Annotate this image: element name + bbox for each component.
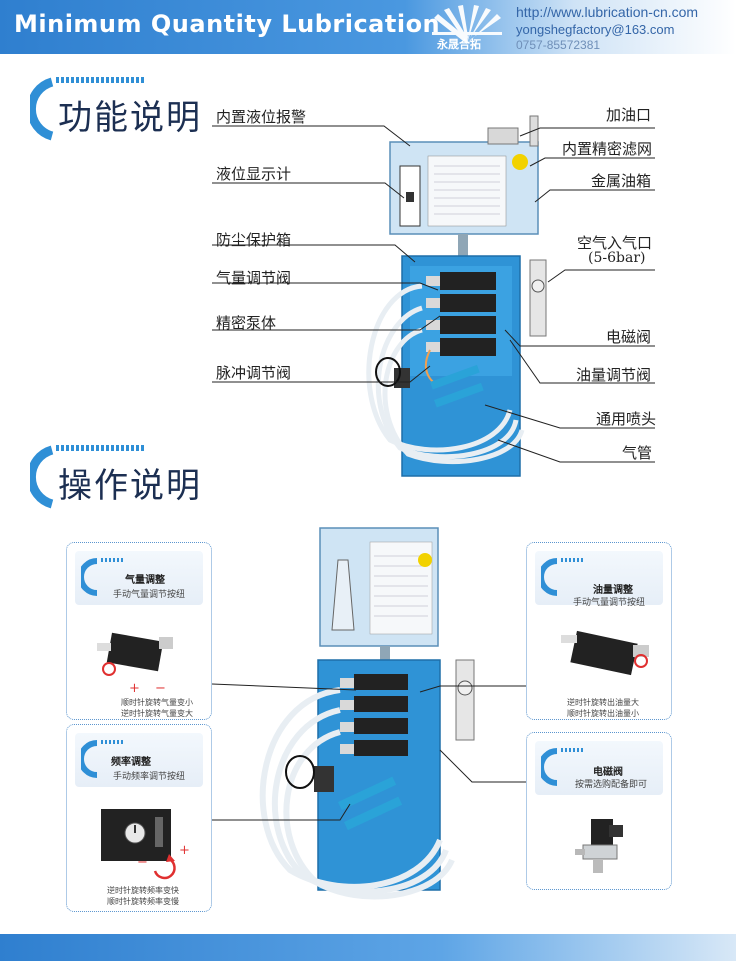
section1-title: 功能说明 xyxy=(58,98,202,138)
section2-leader-lines xyxy=(211,683,526,821)
card-note: 逆时针旋转频率变快 xyxy=(107,886,179,895)
section-arc-icon xyxy=(81,740,123,778)
card-title: 电磁阀 xyxy=(593,767,623,778)
device-illustration-2 xyxy=(259,527,475,900)
label-air-pressure: (5-6bar) xyxy=(588,250,646,266)
device-illustration xyxy=(366,115,547,477)
card-title: 气量调整 xyxy=(125,575,165,586)
card-frequency-adjust: 频率调整 手动频率调节按纽 − + 逆时针旋转频率变快 顺时针旋转频率变慢 xyxy=(66,724,212,912)
label-solenoid: 电磁阀 xyxy=(606,328,652,346)
minus-icon: − xyxy=(137,855,148,870)
card-subtitle: 手动频率调节按纽 xyxy=(113,772,186,782)
brand-title: Minimum Quantity Lubrication xyxy=(14,10,441,38)
card-solenoid: 电磁阀 按需选购配备即可 xyxy=(526,732,672,890)
card-note: 逆时针旋转气量变大 xyxy=(121,709,193,718)
header-banner: Minimum Quantity Lubrication 永晟合拓 http:/… xyxy=(0,0,736,54)
phone-number: 0757-85572381 xyxy=(516,38,601,52)
card-note: 逆时针旋转出油量大 xyxy=(567,698,639,707)
website-url[interactable]: http://www.lubrication-cn.com xyxy=(516,4,699,20)
label-dust-box: 防尘保护箱 xyxy=(216,231,292,249)
plus-icon: + xyxy=(179,843,190,858)
label-nozzle: 通用喷头 xyxy=(596,410,657,428)
card-title: 油量调整 xyxy=(593,585,633,596)
rotation-arrow-icon xyxy=(153,854,176,880)
card-oil-adjust: 油量调整 手动气量调节按纽 逆时针旋转出油量大 顺时针旋转出油量小 xyxy=(526,542,672,720)
oil-valve-image xyxy=(561,630,649,676)
section2-title: 操作说明 xyxy=(58,466,202,506)
card-subtitle: 手动气量调节按纽 xyxy=(573,598,646,608)
section-arc-icon xyxy=(541,558,583,596)
air-valve-image xyxy=(97,632,173,676)
section1-leader-lines xyxy=(212,125,655,463)
label-air-valve: 气量调节阀 xyxy=(216,269,292,287)
section1-heading: 功能说明 xyxy=(30,72,230,152)
card-note: 顺时针旋转频率变慢 xyxy=(107,897,179,906)
footer-bar xyxy=(0,934,736,961)
section-arc-icon xyxy=(541,748,583,786)
section-arc-icon xyxy=(30,77,144,141)
card-air-adjust: 气量调整 手动气量调节按纽 + − 顺时针旋转气量变小 逆时针旋转气量变大 xyxy=(66,542,212,720)
label-air-hose: 气管 xyxy=(622,444,653,462)
company-logo xyxy=(432,5,502,44)
label-level-gauge: 液位显示计 xyxy=(216,165,292,183)
solenoid-valve-image xyxy=(575,819,623,873)
logo-text: 永晟合拓 xyxy=(437,38,481,51)
section-arc-icon xyxy=(30,445,144,509)
label-air-inlet: 空气入气口 xyxy=(577,234,653,252)
section-arc-icon xyxy=(81,558,123,596)
card-note: 顺时针旋转气量变小 xyxy=(121,698,193,707)
label-level-alarm: 内置液位报警 xyxy=(216,108,307,126)
section2-heading: 操作说明 xyxy=(30,440,230,520)
plus-icon: + xyxy=(129,681,140,696)
label-oil-valve: 油量调节阀 xyxy=(576,366,652,384)
email-address[interactable]: yongshegfactory@163.com xyxy=(516,22,675,37)
label-metal-tank: 金属油箱 xyxy=(591,172,652,190)
card-title: 频率调整 xyxy=(111,757,151,768)
card-subtitle: 手动气量调节按纽 xyxy=(113,590,186,600)
pulse-controller-image xyxy=(101,809,171,861)
label-pulse-valve: 脉冲调节阀 xyxy=(216,364,292,382)
card-subtitle: 按需选购配备即可 xyxy=(575,780,648,790)
label-fine-filter: 内置精密滤网 xyxy=(562,140,653,158)
label-oil-inlet: 加油口 xyxy=(606,106,652,124)
card-note: 顺时针旋转出油量小 xyxy=(567,709,639,718)
minus-icon: − xyxy=(155,681,166,696)
label-pump-body: 精密泵体 xyxy=(216,314,277,332)
